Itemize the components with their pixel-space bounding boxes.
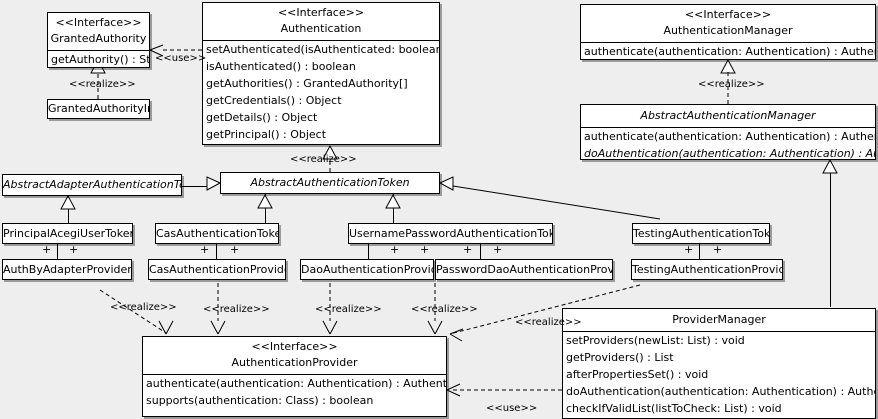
label-use-providermanager-authprovider: <<use>> [486,403,538,414]
label-realize-providermanager: <<realize>> [515,317,582,328]
assoc-plus-marker: + [42,243,52,256]
operations-compartment: getAuthority() : String [48,49,149,68]
label-realize-cas: <<realize>> [203,304,270,315]
assoc-plus-marker: + [200,243,210,256]
label-realize-authenticationmanager: <<realize>> [698,79,765,90]
assoc-plus-marker: + [390,243,400,256]
class-provider-manager[interactable]: ProviderManager setProviders(newList: Li… [562,308,876,419]
operation-row: getPrincipal() : Object [206,127,327,141]
class-name: AuthenticationProvider [231,355,358,369]
class-header: <<Interface>> GrantedAuthority [48,13,149,50]
class-header: <<Interface>> AuthenticationProvider [143,337,446,374]
class-testing-authentication-token[interactable]: TestingAuthenticationToken [632,223,770,244]
operation-row: afterPropertiesSet() : void [566,367,709,381]
assoc-plus-marker: + [420,243,430,256]
operation-row: getDetails() : Object [206,110,318,124]
class-name: ProviderManager [672,313,766,326]
stereotype-label: <<Interface>> [55,16,142,29]
class-abstract-authentication-manager[interactable]: AbstractAuthenticationManager authentica… [580,104,876,160]
operation-row: authenticate(authentication: Authenticat… [146,376,446,390]
edge-castoken-to-casprovider [216,244,217,259]
operation-row: authenticate(authentication: Authenticat… [584,44,875,58]
stereotype-label: <<Interface>> [277,6,365,19]
operations-compartment: setAuthenticated(isAuthenticated: boolea… [203,39,439,143]
class-auth-by-adapter-provider[interactable]: AuthByAdapterProvider [2,259,132,280]
label-use-authentication-grantedauthority: <<use>> [155,53,207,64]
edge-adapter-to-abstracttoken [182,186,208,187]
assoc-plus-marker: + [69,243,79,256]
edge-principaltoken-to-authbyadapter [57,244,58,259]
operation-row: supports(authentication: Class) : boolea… [146,393,374,407]
class-granted-authority-impl[interactable]: GrantedAuthorityImpl [47,99,150,119]
edge-userpasstoken-to-passworddao [480,244,481,259]
class-principal-acegi-user-token[interactable]: PrincipalAcegiUserToken [2,223,133,244]
class-header: ProviderManager [563,309,875,331]
class-authentication-manager[interactable]: <<Interface>> AuthenticationManager auth… [580,4,876,60]
class-header: AbstractAuthenticationManager [581,105,875,127]
label-realize-authbyadapter: <<realize>> [110,302,177,313]
operation-row: authenticate(authentication: Authenticat… [584,129,875,143]
class-authentication[interactable]: <<Interface>> Authentication setAuthenti… [202,2,440,145]
class-name: AuthenticationManager [663,23,793,37]
operation-row: checkIfValidList(listToCheck: List) : vo… [566,401,782,415]
assoc-plus-marker: + [463,243,473,256]
stereotype-label: <<Interface>> [684,8,772,21]
class-header: <<Interface>> Authentication [203,3,439,40]
label-realize-dao: <<realize>> [315,304,382,315]
assoc-plus-marker: + [684,243,694,256]
class-granted-authority[interactable]: <<Interface>> GrantedAuthority getAuthor… [47,12,150,68]
operation-row: getCredentials() : Object [206,93,342,107]
operation-row: getProviders() : List [566,350,674,364]
assoc-plus-marker: + [230,243,240,256]
class-cas-authentication-provider[interactable]: CasAuthenticationProvider [148,259,286,280]
assoc-plus-marker: + [493,243,503,256]
edge-abstracttoken-to-cas [265,194,266,223]
operation-row: setAuthenticated(isAuthenticated: boolea… [206,42,439,56]
class-header: <<Interface>> AuthenticationManager [581,5,875,42]
operation-row: doAuthentication(authentication: Authent… [566,384,875,398]
edge-testingtoken-to-testingprovider [699,244,700,259]
class-authentication-provider[interactable]: <<Interface>> AuthenticationProvider aut… [142,336,447,417]
label-realize-passworddao: <<realize>> [411,304,478,315]
operations-compartment: setProviders(newList: List) : void getPr… [563,330,875,417]
operation-row: doAuthentication(authentication: Authent… [584,146,875,160]
stereotype-label: <<Interface>> [251,340,338,353]
class-testing-authentication-provider[interactable]: TestingAuthenticationProvider [631,259,783,280]
edge-userpasstoken-to-daoprovider [368,244,369,259]
class-dao-authentication-provider[interactable]: DaoAuthenticationProvider [300,259,434,280]
operations-compartment: authenticate(authentication: Authenticat… [581,126,875,162]
class-name: AbstractAuthenticationManager [640,109,816,122]
operation-row: isAuthenticated() : boolean [206,59,356,73]
edge-providermanager-to-abstractmanager [830,172,831,307]
class-abstract-authentication-token[interactable]: AbstractAuthenticationToken [220,172,440,194]
class-password-dao-authentication-provider[interactable]: PasswordDaoAuthenticationProvider [435,259,613,280]
operation-row: setProviders(newList: List) : void [566,333,745,347]
class-name: Authentication [280,21,362,35]
class-cas-authentication-token[interactable]: CasAuthenticationToken [155,223,279,244]
class-abstract-adapter-authentication-token[interactable]: AbstractAdapterAuthenticationToken [2,174,182,196]
label-realize-grantedauthorityimpl: <<realize>> [69,79,136,90]
edge-abstracttoken-to-userpass [393,194,394,223]
edge-abstracttoken-to-principal [68,209,69,223]
operations-compartment: authenticate(authentication: Authenticat… [143,373,446,409]
class-name: GrantedAuthority [50,31,147,45]
label-realize-abstracttoken-authentication: <<realize>> [290,154,357,165]
operation-row: getAuthorities() : GrantedAuthority[] [206,76,408,90]
class-username-password-authentication-token[interactable]: UsernamePasswordAuthenticationToken [348,223,553,244]
assoc-plus-marker: + [713,243,723,256]
operations-compartment: authenticate(authentication: Authenticat… [581,41,875,60]
operation-row: getAuthority() : String [51,52,149,66]
